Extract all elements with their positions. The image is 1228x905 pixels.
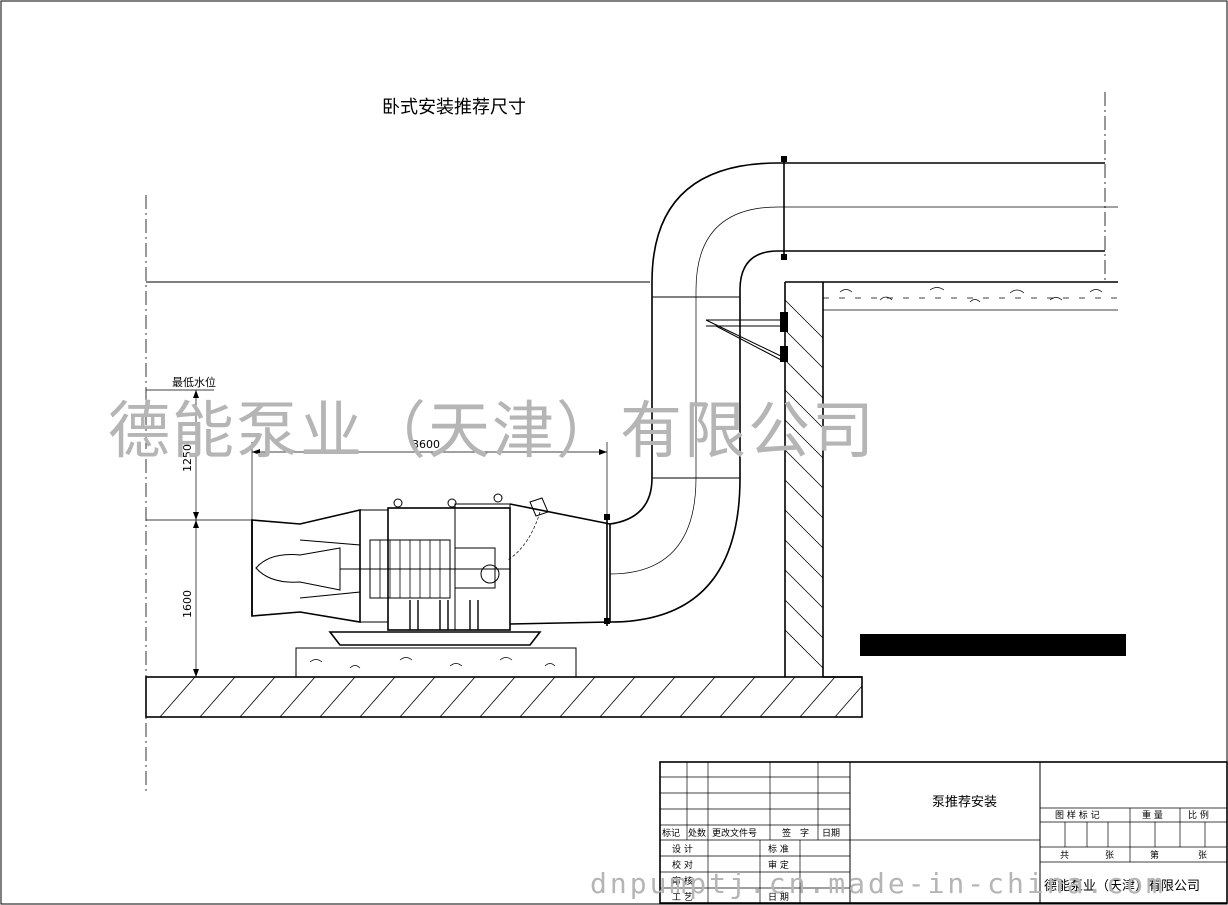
tb-header-sign1: 签: [782, 827, 791, 839]
tb-header-sign2: 字: [800, 827, 809, 839]
tb-check: 校 对: [672, 859, 693, 871]
tb-design: 设 计: [672, 843, 693, 855]
tb-header-count: 处数: [688, 827, 706, 839]
tb-header-docno: 更改文件号: [712, 827, 757, 839]
tb-header-date: 日期: [822, 828, 840, 839]
tb-drawing-name: 泵推荐安装: [932, 795, 997, 810]
redaction-bar: [860, 634, 1126, 656]
drawing-title: 卧式安装推荐尺寸: [382, 97, 526, 118]
dim-1250: 1250: [181, 444, 194, 472]
tb-sheet: 张: [1198, 850, 1207, 861]
tb-scale-label: 比 例: [1188, 809, 1209, 821]
discharge-pipe-horizontal: [778, 156, 1118, 260]
tb-sheets: 张: [1105, 850, 1114, 861]
pump-foundation: [295, 647, 577, 678]
tb-company: 德能泵业（天津）有限公司: [1044, 879, 1200, 894]
tb-sheet-no: 第: [1150, 849, 1159, 861]
riser-pipe: [609, 162, 779, 623]
tb-marks-label: 图 样 标 记: [1055, 809, 1100, 821]
dim-1600: 1600: [181, 590, 194, 618]
tb-header-mark: 标记: [662, 827, 680, 839]
watermark-site: dnpumptj.cn.made-in-china.com: [590, 867, 1166, 900]
dimensions: [146, 389, 608, 677]
upper-ground-slab: [785, 281, 1118, 311]
title-block: 标记 处数 更改文件号 签 字 日期 设 计 校 对 审 核 工 艺 标 准 审…: [659, 761, 1228, 904]
tb-standard: 标 准: [768, 843, 789, 855]
watermark-company: 德能泵业（天津）有限公司: [108, 394, 876, 467]
pump-assembly: [251, 493, 611, 646]
pipe-bracket: [705, 312, 788, 363]
tb-process: 工 艺: [672, 892, 693, 903]
dim-3600: 3600: [412, 438, 440, 451]
tb-total: 共: [1060, 850, 1069, 861]
tb-approve: 审 定: [768, 859, 789, 871]
water-level-label: 最低水位: [172, 375, 216, 389]
tb-review: 审 核: [672, 875, 693, 887]
tb-date: 日 期: [768, 892, 789, 903]
floor-slab: [145, 676, 863, 718]
tb-weight-label: 重 量: [1142, 809, 1163, 821]
right-wall: [784, 282, 824, 677]
